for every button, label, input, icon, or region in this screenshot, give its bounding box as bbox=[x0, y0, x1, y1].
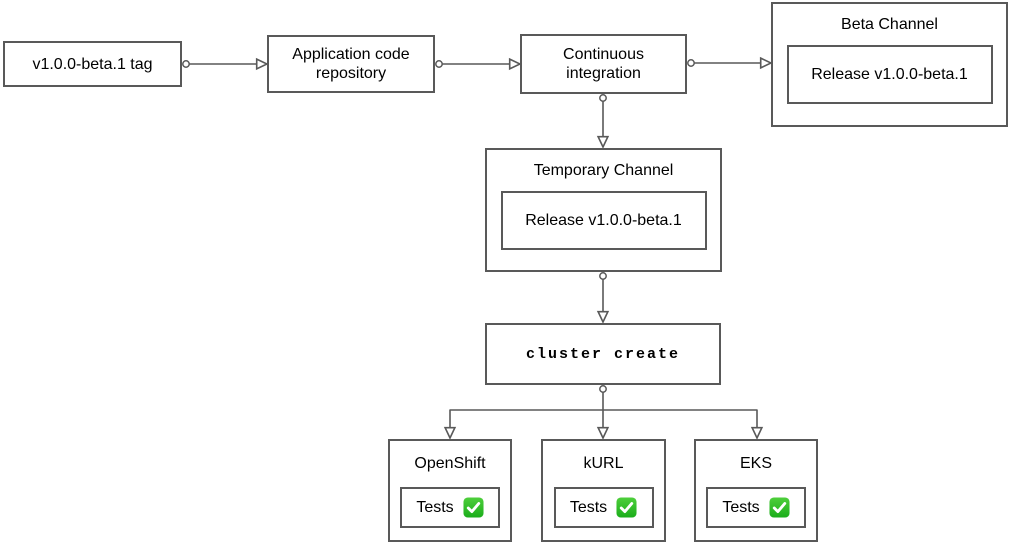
openshift-tests-box: Tests bbox=[400, 487, 500, 528]
node-beta-channel: Beta Channel Release v1.0.0-beta.1 bbox=[771, 2, 1008, 127]
beta-channel-title: Beta Channel bbox=[841, 15, 938, 33]
kurl-tests-label: Tests bbox=[569, 498, 608, 516]
node-temporary-channel: Temporary Channel Release v1.0.0-beta.1 bbox=[485, 148, 722, 272]
node-eks: EKS Tests bbox=[694, 439, 818, 542]
edge-cluster-to-eks bbox=[603, 409, 757, 438]
beta-channel-release-label: Release v1.0.0-beta.1 bbox=[811, 65, 968, 83]
node-application-code-repository: Application code repository bbox=[267, 35, 435, 93]
node-continuous-integration-label: Continuous integration bbox=[563, 46, 644, 82]
temporary-channel-release-box: Release v1.0.0-beta.1 bbox=[500, 191, 707, 250]
node-cluster-create: cluster create bbox=[485, 323, 721, 385]
eks-tests-box: Tests bbox=[706, 487, 806, 528]
node-version-tag-label: v1.0.0-beta.1 tag bbox=[32, 55, 153, 73]
edge-cluster-to-openshift bbox=[450, 409, 603, 438]
node-openshift: OpenShift Tests bbox=[388, 439, 512, 542]
green-check-badge-icon bbox=[616, 497, 637, 518]
temporary-channel-title: Temporary Channel bbox=[533, 161, 674, 179]
openshift-tests-label: Tests bbox=[416, 498, 454, 516]
kurl-tests-box: Tests bbox=[553, 487, 654, 528]
node-application-code-repository-label: Application code repository bbox=[292, 46, 410, 82]
beta-channel-release-box: Release v1.0.0-beta.1 bbox=[786, 45, 993, 104]
green-check-badge-icon bbox=[463, 497, 484, 518]
openshift-title: OpenShift bbox=[414, 455, 486, 472]
node-cluster-create-label: cluster create bbox=[525, 345, 681, 363]
node-kurl: kURL Tests bbox=[541, 439, 666, 542]
green-check-badge-icon bbox=[769, 497, 790, 518]
node-version-tag: v1.0.0-beta.1 tag bbox=[3, 41, 182, 87]
kurl-title: kURL bbox=[583, 455, 624, 472]
eks-tests-label: Tests bbox=[722, 498, 760, 516]
temporary-channel-release-label: Release v1.0.0-beta.1 bbox=[525, 211, 682, 229]
node-continuous-integration: Continuous integration bbox=[520, 34, 687, 94]
eks-title: EKS bbox=[739, 455, 772, 472]
